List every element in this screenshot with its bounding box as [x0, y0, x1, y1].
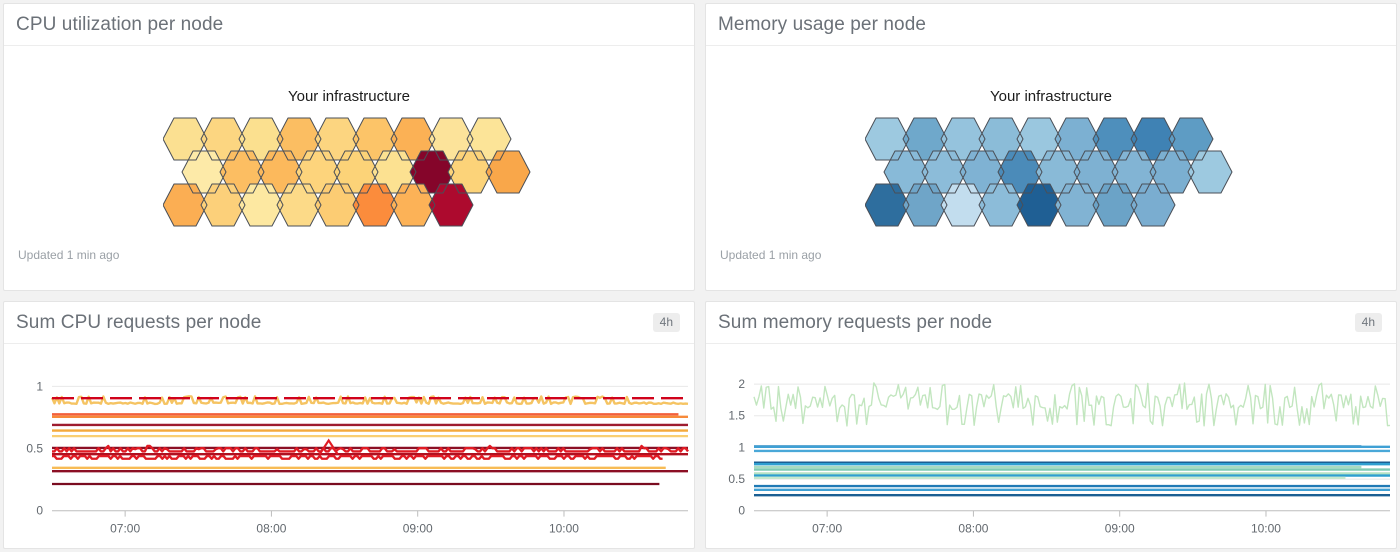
hexmap-node-cell[interactable] — [201, 183, 245, 227]
time-range-badge-cpu[interactable]: 4h — [652, 313, 680, 332]
updated-timestamp-memory: Updated 1 min ago — [720, 248, 822, 262]
panel-body-sum-memory-requests: 0 0.5 1 1.5 2 07:00 08:00 09:00 10:00 — [706, 344, 1396, 548]
panel-memory-usage[interactable]: Memory usage per node Your infrastructur… — [705, 3, 1397, 291]
panel-cpu-utilization[interactable]: CPU utilization per node Your infrastruc… — [3, 3, 695, 291]
x-tick-label: 08:00 — [958, 521, 988, 535]
panel-body-sum-cpu-requests: 0 0.5 1 07:00 08:00 09:00 10:00 — [4, 344, 694, 548]
chart-annotation-spike — [318, 438, 339, 455]
chart-series-line — [52, 444, 689, 453]
x-tick-label: 08:00 — [256, 521, 286, 535]
page-title-memory-usage: Memory usage per node — [718, 13, 927, 35]
hexmap-node-cell[interactable] — [486, 150, 530, 194]
updated-timestamp-cpu: Updated 1 min ago — [18, 248, 120, 262]
page-title-sum-memory-requests: Sum memory requests per node — [718, 311, 993, 333]
y-tick-label: 1 — [738, 440, 745, 454]
hexmap-memory[interactable] — [865, 117, 1237, 237]
y-tick-label: 0 — [738, 504, 745, 518]
x-tick-label: 07:00 — [110, 521, 140, 535]
panel-body-cpu-utilization: Your infrastructure Updated 1 min ago — [4, 46, 694, 290]
panel-cell-memory-usage: Memory usage per node Your infrastructur… — [700, 0, 1400, 296]
page-title-cpu-utilization: CPU utilization per node — [16, 13, 224, 35]
x-tick-label: 07:00 — [812, 521, 842, 535]
x-tick-label: 09:00 — [1105, 521, 1135, 535]
hexmap-cpu[interactable] — [163, 117, 535, 237]
y-tick-label: 0.5 — [26, 442, 43, 456]
y-tick-label: 2 — [738, 377, 745, 391]
x-tick-label: 09:00 — [403, 521, 433, 535]
chart-sum-memory-requests[interactable]: 0 0.5 1 1.5 2 07:00 08:00 09:00 10:00 — [706, 344, 1396, 548]
panel-sum-memory-requests[interactable]: Sum memory requests per node 4h 0 0.5 1 1.5… — [705, 301, 1397, 549]
chart-sum-cpu-requests[interactable]: 0 0.5 1 07:00 08:00 09:00 10:00 — [4, 344, 694, 548]
hexmap-node-cell[interactable] — [979, 183, 1023, 227]
hexmap-row — [865, 183, 1175, 227]
panel-header-memory-usage: Memory usage per node — [706, 4, 1396, 46]
hexmap-node-cell[interactable] — [1188, 150, 1232, 194]
hexmap-node-cell[interactable] — [163, 183, 207, 227]
y-tick-label: 0.5 — [728, 472, 745, 486]
hexmap-caption-cpu: Your infrastructure — [287, 88, 410, 105]
y-tick-label: 0 — [36, 504, 43, 518]
x-tick-label: 10:00 — [549, 521, 579, 535]
hexmap-node-cell[interactable] — [1093, 183, 1137, 227]
x-tick-label: 10:00 — [1251, 521, 1281, 535]
panel-header-sum-memory-requests: Sum memory requests per node 4h — [706, 302, 1396, 344]
panel-cell-cpu-utilization: CPU utilization per node Your infrastruc… — [0, 0, 700, 296]
hexmap-node-cell[interactable] — [1017, 183, 1061, 227]
hexmap-node-cell[interactable] — [941, 183, 985, 227]
panel-header-sum-cpu-requests: Sum CPU requests per node 4h — [4, 302, 694, 344]
chart-series-line — [52, 454, 663, 460]
time-range-badge-memory[interactable]: 4h — [1354, 313, 1382, 332]
hexmap-node-cell[interactable] — [429, 183, 473, 227]
page-title-sum-cpu-requests: Sum CPU requests per node — [16, 311, 262, 333]
panel-header-cpu-utilization: CPU utilization per node — [4, 4, 694, 46]
hexmap-node-cell[interactable] — [315, 183, 359, 227]
hexmap-node-cell[interactable] — [391, 183, 435, 227]
hexmap-row — [163, 183, 473, 227]
hexmap-node-cell[interactable] — [353, 183, 397, 227]
chart-series-line — [753, 382, 1391, 427]
hexmap-node-cell[interactable] — [865, 183, 909, 227]
y-tick-label: 1 — [36, 379, 43, 393]
panel-body-memory-usage: Your infrastructure Updated 1 min ago — [706, 46, 1396, 290]
panel-cell-sum-memory-requests: Sum memory requests per node 4h 0 0.5 1 1.5… — [700, 296, 1400, 552]
y-tick-label: 1.5 — [728, 409, 745, 423]
hexmap-caption-memory: Your infrastructure — [989, 88, 1112, 105]
hexmap-node-cell[interactable] — [1131, 183, 1175, 227]
hexmap-node-cell[interactable] — [277, 183, 321, 227]
hexmap-node-cell[interactable] — [903, 183, 947, 227]
hexmap-node-cell[interactable] — [239, 183, 283, 227]
hexmap-node-cell[interactable] — [1055, 183, 1099, 227]
